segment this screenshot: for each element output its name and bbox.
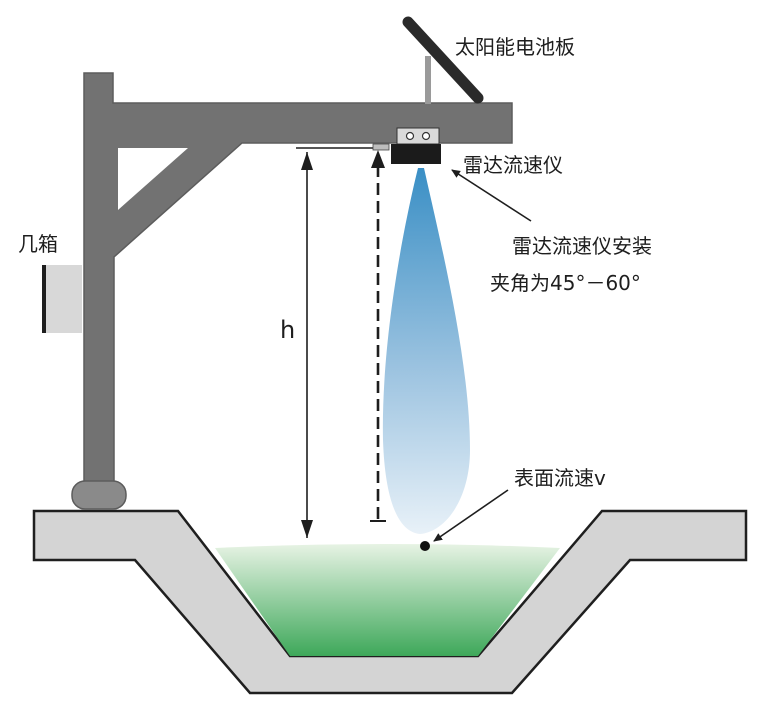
sensor-mount — [396, 127, 440, 145]
dashed-arrow-top — [371, 150, 385, 168]
height-label: h — [280, 316, 296, 344]
solar-panel-label: 太阳能电池板 — [455, 35, 575, 59]
surface-velocity-point — [420, 541, 430, 551]
sensor-bolt-left — [405, 131, 415, 141]
control-box-edge — [42, 265, 46, 333]
water-body — [215, 544, 560, 656]
surface-velocity-leader — [433, 489, 509, 542]
radar-sensor — [391, 144, 441, 164]
solar-panel — [402, 16, 484, 104]
install-angle-label-line2: 夹角为45°－60° — [490, 271, 641, 295]
sensor-clip — [372, 143, 390, 151]
radar-leader-arrow — [451, 169, 532, 222]
solar-panel-pole — [425, 56, 431, 104]
height-arrow-bottom — [301, 520, 313, 538]
box-partial-label: 几箱 — [18, 232, 58, 256]
install-angle-label-line1: 雷达流速仪安装 — [512, 234, 652, 258]
radar-meter-label: 雷达流速仪 — [463, 153, 563, 177]
gantry-base — [71, 480, 127, 510]
control-box — [42, 265, 82, 333]
sensor-bolt-right — [421, 131, 431, 141]
gantry-brace-cutout — [118, 148, 188, 210]
radar-beam — [382, 168, 470, 534]
surface-velocity-label: 表面流速v — [514, 466, 606, 490]
height-arrow-top — [301, 152, 313, 170]
